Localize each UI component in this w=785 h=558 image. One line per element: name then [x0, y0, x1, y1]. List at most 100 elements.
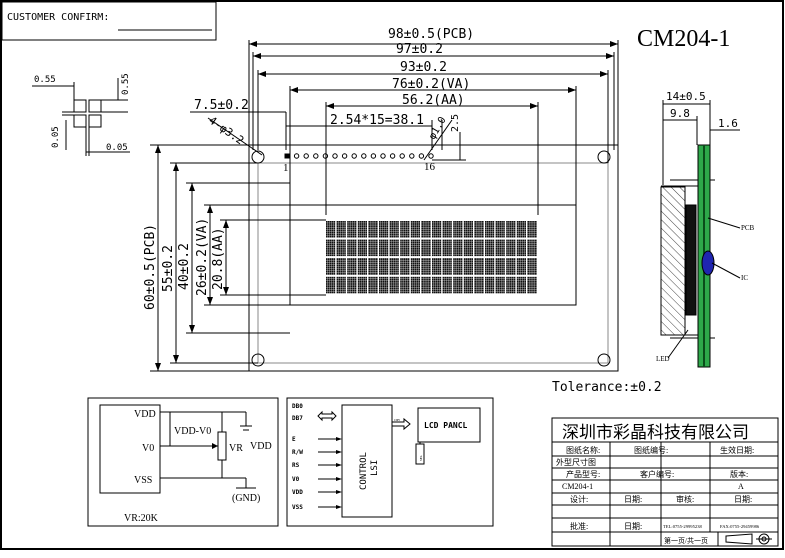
side-dim-9-8: 9.8 — [670, 107, 690, 120]
character-cell — [326, 221, 336, 238]
character-cell — [506, 239, 516, 257]
character-cell — [495, 276, 505, 294]
character-cell — [368, 221, 378, 238]
character-cell — [432, 221, 442, 238]
tb-product-model: 产品型号: — [566, 469, 600, 479]
character-cell — [326, 239, 336, 257]
character-cell — [506, 258, 516, 275]
character-cell — [463, 276, 473, 294]
character-cell — [516, 258, 526, 275]
character-cell — [527, 258, 537, 275]
tb-design-date: 日期: — [624, 495, 642, 504]
pin-16-label: 16 — [424, 161, 436, 173]
vr-label-vr: VR — [229, 443, 243, 454]
pin-hole — [313, 153, 319, 159]
pin-1-label: 1 — [283, 162, 289, 174]
character-cell — [506, 276, 516, 294]
character-cell — [485, 221, 495, 238]
tb-effective-date: 生效日期: — [720, 445, 754, 455]
character-cell — [453, 258, 463, 275]
block-pin-label: R/W — [292, 449, 303, 456]
character-cell — [347, 276, 357, 294]
block-pin-label: DB0 — [292, 403, 303, 410]
block-pin-label: V0 — [292, 476, 300, 483]
vr-label-vdd: VDD — [134, 409, 156, 420]
dim-pitch: 2.54*15=38.1 — [330, 113, 424, 128]
tb-tel: TEL:0755-29995238 — [663, 524, 702, 529]
character-cell — [527, 221, 537, 238]
character-cell — [379, 221, 389, 238]
character-cell — [400, 276, 410, 294]
character-cell — [410, 221, 420, 238]
character-cell — [442, 276, 452, 294]
tolerance-note: Tolerance:±0.2 — [552, 380, 662, 395]
block-seg-bus — [415, 443, 425, 465]
dim-aa-height: 20.8(AA) — [211, 227, 226, 290]
character-cell — [357, 221, 367, 238]
pin-hole — [389, 153, 396, 159]
block-pin-label: VDD — [292, 489, 303, 496]
dim-55: 55±0.2 — [161, 245, 176, 292]
pin-row — [293, 153, 434, 159]
dim-pcb-height: 60±0.5(PCB) — [143, 224, 158, 310]
projection-symbol — [725, 533, 772, 545]
character-matrix — [326, 221, 537, 294]
pin-hole — [409, 153, 415, 159]
character-cell — [453, 276, 463, 294]
vr-label-vss: VSS — [134, 475, 152, 486]
character-cell — [379, 239, 389, 257]
character-cell — [368, 276, 378, 294]
title-block — [551, 417, 779, 547]
pin-hole — [428, 153, 434, 159]
dim-edge: 7.5±0.2 — [194, 98, 249, 113]
block-panel: LCD PANCL — [424, 421, 468, 430]
side-label-led: LED — [656, 355, 670, 363]
tb-approve: 批准: — [570, 521, 588, 531]
tb-customer-number: 客户编号: — [640, 469, 674, 479]
block-pin-label: E — [292, 436, 296, 443]
block-pin-label: RS — [292, 462, 300, 469]
pin-hole — [399, 153, 405, 159]
top-dimensions — [190, 40, 619, 215]
block-pin-label: DB7 — [292, 415, 303, 422]
character-cell — [442, 258, 452, 275]
character-cell — [389, 239, 399, 257]
customer-confirm-box: CUSTOMER CONFIRM: — [1, 1, 217, 41]
pixel-dim-d: 0.05 — [106, 143, 128, 153]
left-dimensions — [150, 144, 326, 372]
character-cell — [432, 258, 442, 275]
character-cell — [474, 258, 484, 275]
pin-hole — [418, 153, 425, 159]
character-cell — [389, 221, 399, 238]
character-cell — [485, 258, 495, 275]
side-label-ic: IC — [741, 274, 748, 282]
tb-version-value: A — [738, 482, 744, 491]
dim-va-height: 26±0.2(VA) — [195, 218, 210, 296]
vr-wiper-arrow — [212, 443, 218, 449]
customer-confirm-label: CUSTOMER CONFIRM: — [7, 12, 109, 23]
character-cell — [506, 221, 516, 238]
character-cell — [527, 239, 537, 257]
character-cell — [357, 258, 367, 275]
company-name: 深圳市彩晶科技有限公司 — [562, 423, 749, 442]
pin-hole — [303, 153, 309, 159]
character-cell — [463, 258, 473, 275]
dim-pin-offset: 2.5 — [450, 114, 461, 132]
side-dim-14: 14±0.5 — [666, 90, 706, 103]
tb-drawing-number: 图纸编号: — [634, 445, 668, 455]
character-cell — [410, 258, 420, 275]
character-cell — [421, 239, 431, 257]
title-cells: 图纸名称:图纸编号:生效日期:外型尺寸图产品型号:客户编号:版本:CM204-1… — [556, 445, 760, 531]
side-dim-1-6: 1.6 — [718, 117, 738, 130]
vr-label-vdd-v0: VDD-V0 — [174, 426, 211, 437]
character-cell — [389, 258, 399, 275]
block-diagram — [286, 397, 494, 527]
character-cell — [410, 276, 420, 294]
side-view — [660, 100, 740, 339]
character-cell — [485, 276, 495, 294]
pixel-dim-c: 0.05 — [51, 126, 61, 148]
character-cell — [453, 221, 463, 238]
character-cell — [336, 239, 346, 257]
character-cell — [495, 258, 505, 275]
